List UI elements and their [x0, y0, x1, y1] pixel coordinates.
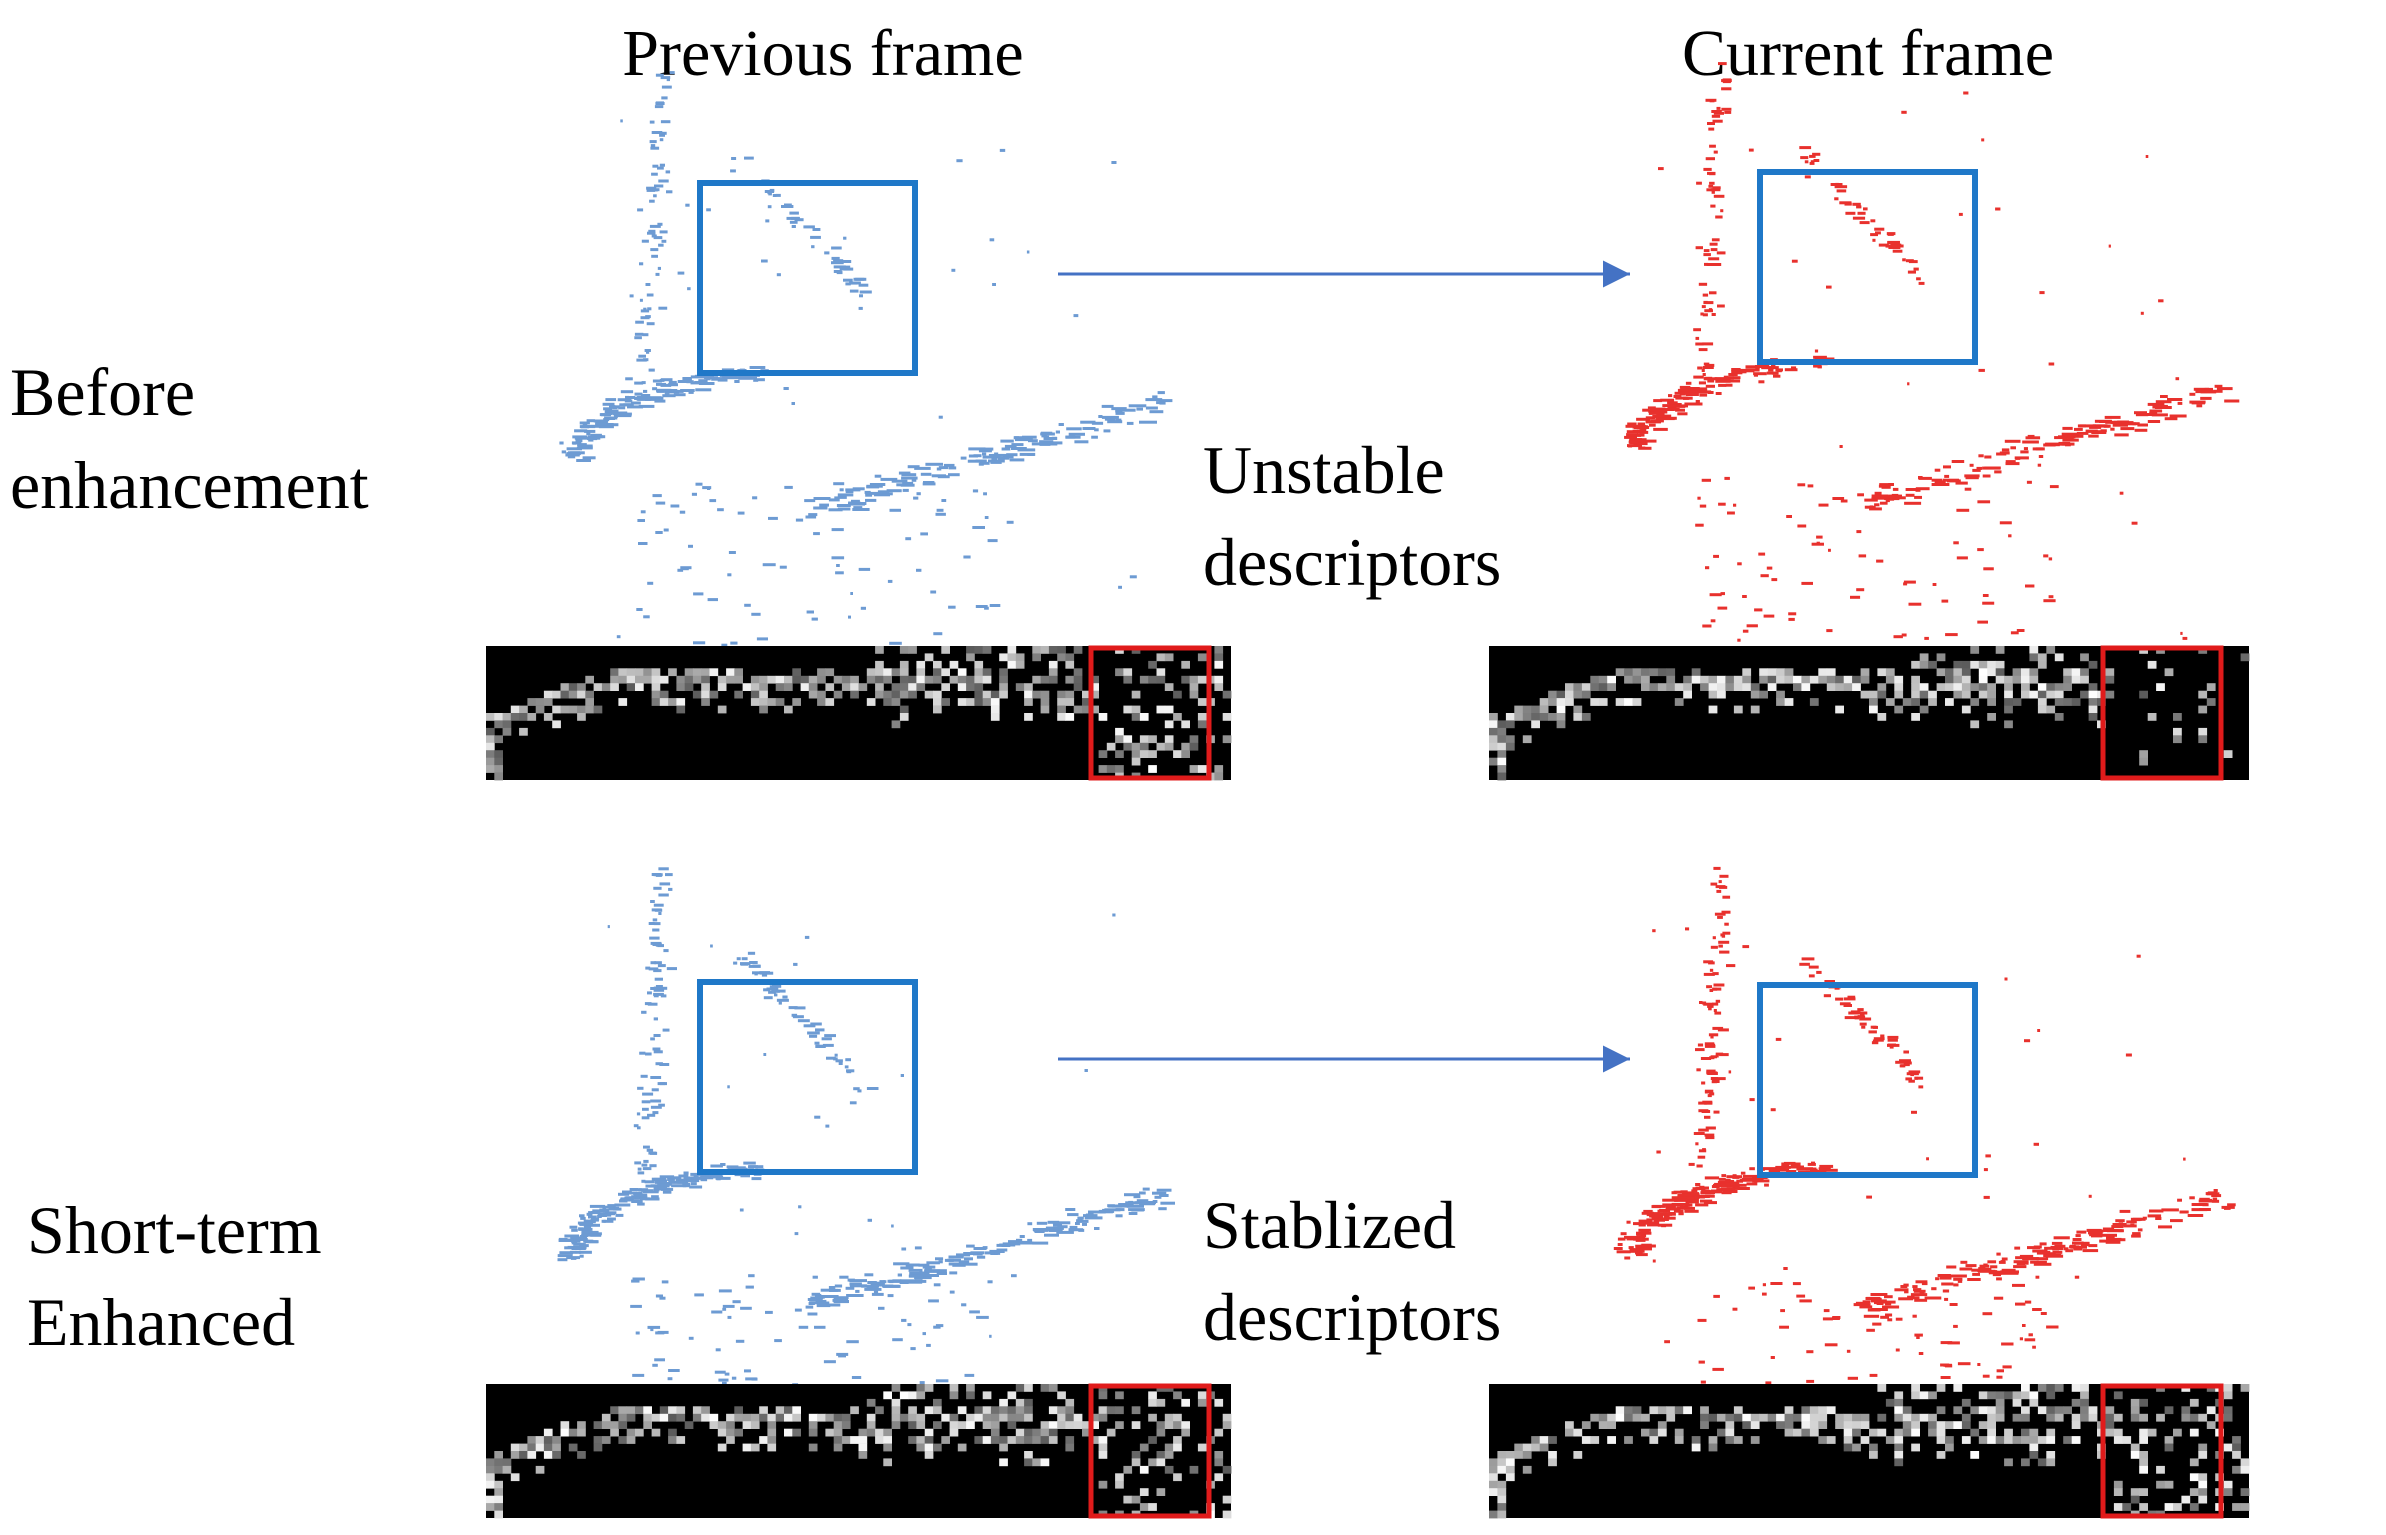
previous-roi-box-row1 — [697, 180, 918, 376]
current-descriptor-highlight-row2 — [2100, 1383, 2224, 1519]
current-descriptor-highlight-row1 — [2100, 645, 2224, 781]
current-descriptor-strip-row1 — [1489, 645, 2250, 781]
row-2-label-line2: Enhanced — [27, 1284, 295, 1360]
row-2-descriptor-line1: Stablized — [1203, 1187, 1456, 1263]
previous-descriptor-strip-row2 — [486, 1383, 1232, 1519]
previous-descriptor-highlight-row2 — [1088, 1383, 1212, 1519]
row-1-label-line2: enhancement — [10, 447, 369, 523]
previous-roi-box-row2 — [697, 979, 918, 1175]
previous-frame-point-cloud-row1 — [559, 71, 1173, 698]
row-1-label-line1: Before — [10, 354, 195, 430]
previous-frame-title: Previous frame — [622, 17, 1023, 90]
current-roi-box-row1 — [1757, 169, 1978, 365]
previous-descriptor-strip-row1 — [486, 645, 1232, 781]
current-frame-point-cloud-row1 — [1624, 62, 2240, 698]
current-frame-title: Current frame — [1682, 17, 2054, 90]
row-1-descriptor-line2: descriptors — [1203, 524, 1501, 600]
row-2-label-line1: Short-term — [27, 1192, 322, 1268]
current-roi-box-row2 — [1757, 982, 1978, 1178]
row-1-descriptor-line1: Unstable — [1203, 432, 1445, 508]
row-2-descriptor-line2: descriptors — [1203, 1279, 1501, 1355]
current-descriptor-strip-row2 — [1489, 1383, 2250, 1519]
previous-descriptor-highlight-row1 — [1088, 645, 1212, 781]
current-frame-point-cloud-row2 — [1613, 866, 2236, 1492]
